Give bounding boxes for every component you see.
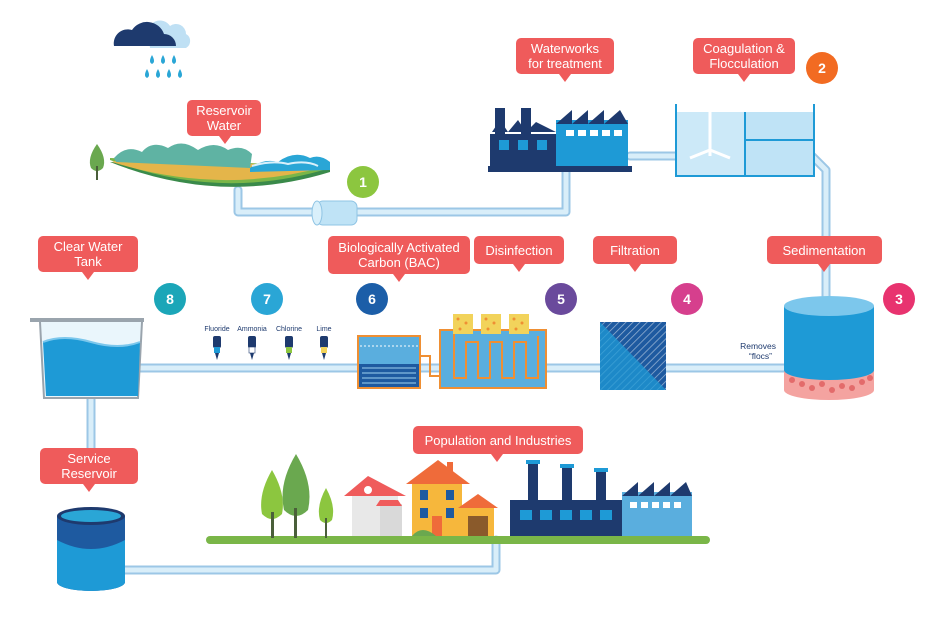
step-badge-3: 3: [883, 283, 915, 315]
label-clear-water-tank: Clear Water Tank: [38, 236, 138, 280]
house-icon: [344, 476, 406, 536]
clear-water-tank-icon: [30, 318, 144, 399]
bac-filter-icon: [357, 335, 440, 389]
doser-fluoride: [213, 336, 221, 360]
label-clear-water-line1: Clear Water: [54, 239, 124, 254]
filtration-filter-icon: [600, 322, 666, 390]
chemical-dosers: Fluoride Ammonia Chlorine Lime: [204, 326, 332, 360]
service-reservoir-icon: [57, 507, 125, 591]
pipe-connector: [311, 200, 358, 226]
label-filtration-text: Filtration: [610, 243, 660, 258]
removes-flocs-note: Removes “flocs”: [740, 341, 776, 361]
label-reservoir-line2: Water: [207, 118, 242, 133]
step-badges: 1 2 3 4 5 6 7 8: [154, 52, 915, 315]
reservoir-illustration: [89, 143, 330, 187]
label-waterworks-line1: Waterworks: [531, 41, 600, 56]
step-badge-4: 4: [671, 283, 703, 315]
step-number-3: 3: [895, 291, 903, 307]
label-coagulation-line2: Flocculation: [709, 56, 778, 71]
coagulation-tank-icon: [675, 104, 815, 177]
ground-strip: [206, 536, 710, 544]
disinfection-unit-icon: [439, 314, 547, 389]
label-population: Population and Industries: [413, 426, 583, 462]
step-badge-8: 8: [154, 283, 186, 315]
step-badge-6: 6: [356, 283, 388, 315]
step-badge-1: 1: [347, 166, 379, 198]
apartment-icon: [406, 460, 498, 536]
label-bac: Biologically Activated Carbon (BAC): [328, 236, 470, 282]
chemical-label-ammonia: Ammonia: [237, 326, 267, 333]
label-waterworks: Waterworks for treatment: [516, 38, 614, 82]
label-reservoir-line1: Reservoir: [196, 103, 252, 118]
doser-lime: [320, 336, 328, 360]
label-disinfection: Disinfection: [474, 236, 564, 272]
label-bac-line2: Carbon (BAC): [358, 255, 440, 270]
rain-cloud-icon: [113, 20, 191, 78]
waterworks-factory-icon: [488, 108, 632, 172]
doser-ammonia: [248, 336, 256, 360]
tree-icon: [89, 144, 105, 180]
label-sedimentation: Sedimentation: [767, 236, 882, 272]
label-waterworks-line2: for treatment: [528, 56, 602, 71]
step-badge-5: 5: [545, 283, 577, 315]
label-disinfection-text: Disinfection: [485, 243, 552, 258]
removes-note-line1: Removes: [740, 341, 776, 351]
population-industries-scene: [206, 454, 710, 544]
label-coagulation-line1: Coagulation &: [703, 41, 785, 56]
step-number-8: 8: [166, 291, 174, 307]
step-number-5: 5: [557, 291, 565, 307]
label-reservoir-water: Reservoir Water: [187, 100, 261, 144]
step-badge-7: 7: [251, 283, 283, 315]
trees-icon: [261, 454, 334, 538]
chemical-label-lime: Lime: [316, 326, 331, 333]
step-number-1: 1: [359, 174, 367, 190]
doser-chlorine: [285, 336, 293, 360]
label-filtration: Filtration: [593, 236, 677, 272]
label-sedimentation-text: Sedimentation: [782, 243, 865, 258]
label-service-line1: Service: [67, 451, 110, 466]
step-number-7: 7: [263, 291, 271, 307]
pipe-network: [86, 151, 831, 575]
step-number-2: 2: [818, 60, 826, 76]
industry-factory-icon: [510, 460, 692, 536]
chemical-label-chlorine: Chlorine: [276, 326, 302, 333]
chemical-label-fluoride: Fluoride: [204, 326, 229, 333]
label-clear-water-line2: Tank: [74, 254, 102, 269]
label-population-text: Population and Industries: [425, 433, 572, 448]
label-coagulation: Coagulation & Flocculation: [693, 38, 795, 82]
label-service-reservoir: Service Reservoir: [40, 448, 138, 492]
step-number-4: 4: [683, 291, 691, 307]
step-badge-2: 2: [806, 52, 838, 84]
label-service-line2: Reservoir: [61, 466, 117, 481]
step-number-6: 6: [368, 291, 376, 307]
removes-note-line2: “flocs”: [749, 351, 772, 361]
sedimentation-tank-icon: [784, 296, 874, 400]
label-bac-line1: Biologically Activated: [338, 240, 459, 255]
